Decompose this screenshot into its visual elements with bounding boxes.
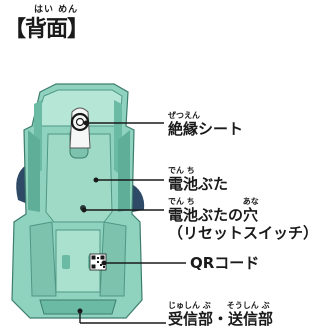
- leader-dot-receiver: [77, 308, 83, 314]
- title-ruby: はい めん: [34, 5, 79, 15]
- label-receiver-transmitter-text: 受信部・送信部: [168, 310, 274, 328]
- receiver-transmitter-window: [39, 299, 117, 315]
- label-battery-cover-ruby: でん ち: [168, 166, 195, 175]
- label-insulation-sheet-ruby: ぜつえん: [168, 111, 200, 120]
- lower-right-panel: [99, 221, 127, 297]
- right-ridge-lower: [118, 130, 130, 212]
- label-reset-hole: でん ち あな 電池ぶたの穴 （リセットスイッチ）: [168, 197, 318, 242]
- leader-dot-battery-cover: [93, 177, 99, 183]
- label-qr-code-text: QRコード: [190, 254, 260, 272]
- title-text: 【背面】: [4, 17, 89, 42]
- leader-dot-reset-hole: [81, 207, 87, 213]
- label-insulation-sheet: ぜつえん 絶縁シート: [168, 111, 243, 138]
- leader-dot-insulation: [83, 120, 89, 126]
- label-reset-hole-sub: （リセットスイッチ）: [168, 224, 319, 242]
- lower-left-panel: [29, 221, 57, 297]
- label-battery-cover-text: 電池ぶた: [168, 175, 229, 193]
- label-battery-cover: でん ち 電池ぶた: [168, 166, 228, 193]
- label-reset-hole-text: 電池ぶたの穴: [168, 206, 259, 224]
- label-reset-hole-ruby: でん ち あな: [168, 197, 259, 206]
- label-receiver-transmitter: じゅしん ぶ そうしん ぶ 受信部・送信部: [168, 301, 273, 328]
- insulation-sheet-hole: [75, 117, 85, 127]
- lower-bump-left: [62, 255, 70, 269]
- label-insulation-sheet-text: 絶縁シート: [168, 120, 244, 138]
- label-receiver-transmitter-ruby: じゅしん ぶ そうしん ぶ: [168, 301, 270, 310]
- label-qr-code: QRコード: [190, 254, 259, 272]
- left-ridge-lower: [28, 130, 40, 212]
- leader-dot-qr: [101, 260, 107, 266]
